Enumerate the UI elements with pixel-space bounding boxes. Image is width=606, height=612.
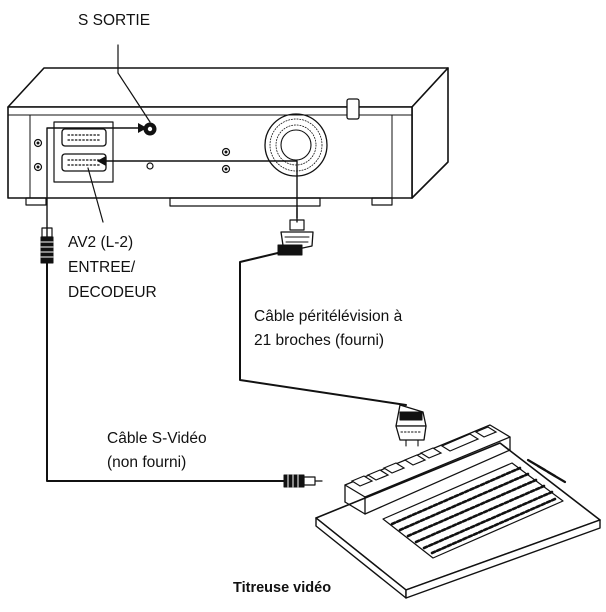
svideo-plug-vcr: [40, 227, 54, 264]
svideo-plug-titler: [283, 474, 323, 488]
vcr-device: [7, 67, 449, 207]
svideo-cable-label-line1: Câble S-Vidéo: [107, 430, 207, 447]
video-titler-device: [315, 424, 601, 599]
s-sortie-label: S SORTIE: [78, 12, 151, 29]
titler-control-buttons: [350, 426, 498, 487]
av2-label-line2: ENTREE/: [68, 259, 136, 276]
scart-plug-vcr: [277, 207, 314, 256]
scart-plug-titler: [395, 404, 427, 447]
scart-cable-label-line2: 21 broches (fourni): [254, 332, 385, 349]
titler-label: Titreuse vidéo: [233, 580, 332, 596]
svideo-cable-label-line2: (non fourni): [107, 454, 187, 471]
av2-label-line1: AV2 (L-2): [68, 234, 134, 251]
scart-cable-label-line1: Câble péritélévision à: [254, 308, 403, 325]
av2-label-line3: DECODEUR: [68, 284, 157, 301]
